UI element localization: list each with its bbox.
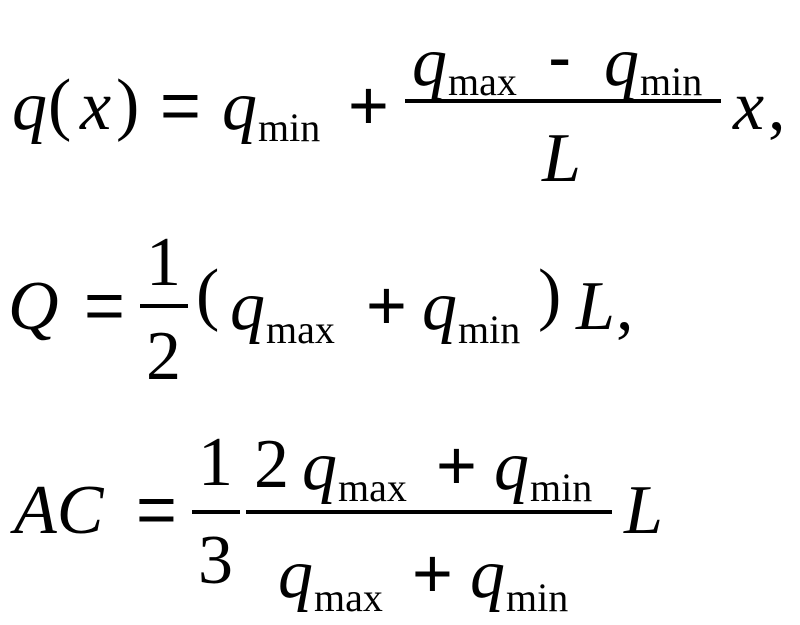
subscript-min: min [506, 575, 569, 620]
symbol-q-min: q [422, 268, 457, 345]
numerator-q-min: q [494, 428, 529, 505]
equals-sign: = [136, 470, 177, 548]
symbol-x: x [733, 68, 765, 145]
denominator-three: 3 [198, 522, 233, 599]
subscript-min: min [640, 59, 703, 104]
equals-sign: = [84, 266, 125, 344]
symbol-L: L [576, 268, 615, 345]
plus-sign: + [436, 426, 477, 504]
symbol-q-min: q [222, 68, 257, 145]
subscript-min: min [458, 307, 521, 352]
right-paren: ) [538, 256, 562, 333]
denominator-L: L [542, 120, 581, 197]
numerator-q-min: q [604, 24, 639, 101]
numerator-two: 2 [254, 426, 289, 503]
fraction-bar [140, 304, 188, 308]
plus-sign: + [366, 266, 407, 344]
comma: , [616, 268, 634, 345]
symbol-AC: AC [14, 472, 104, 549]
symbol-x: x [80, 68, 112, 145]
fraction-bar [246, 510, 612, 514]
equals-sign: = [160, 66, 201, 144]
denominator-q-min: q [470, 536, 505, 613]
left-paren: ( [48, 66, 72, 143]
numerator-one: 1 [146, 224, 181, 301]
right-paren: ) [116, 66, 140, 143]
plus-sign: + [348, 66, 389, 144]
symbol-q-max: q [230, 268, 265, 345]
subscript-max: max [338, 465, 407, 510]
symbol-q: q [12, 68, 47, 145]
numerator-q-max: q [412, 24, 447, 101]
fraction-bar [405, 99, 721, 103]
minus-sign: - [548, 18, 572, 96]
numerator-q-max: q [302, 428, 337, 505]
subscript-max: max [314, 575, 383, 620]
symbol-L: L [624, 472, 663, 549]
denominator-q-max: q [278, 536, 313, 613]
subscript-min: min [258, 105, 321, 150]
subscript-min: min [530, 465, 593, 510]
comma: , [768, 68, 786, 145]
symbol-Q: Q [8, 268, 59, 345]
subscript-max: max [266, 307, 335, 352]
denominator-two: 2 [146, 318, 181, 395]
fraction-bar [192, 510, 240, 514]
subscript-max: max [448, 59, 517, 104]
numerator-one: 1 [198, 424, 233, 501]
plus-sign: + [412, 534, 453, 612]
left-paren: ( [196, 256, 220, 333]
